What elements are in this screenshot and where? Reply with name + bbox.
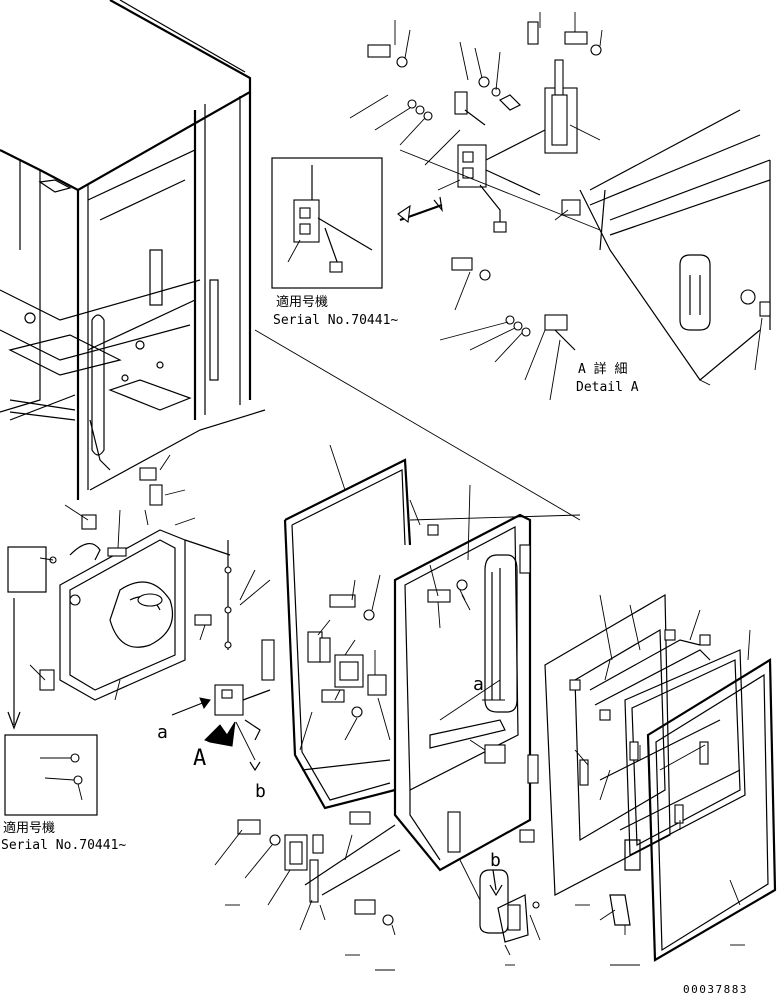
view-mark-b-right: b: [490, 850, 501, 871]
cab-frame: [0, 0, 266, 500]
window-leaders: [574, 594, 751, 966]
door-glass-parts: [307, 524, 439, 825]
view-mark-b-left: b: [255, 781, 266, 802]
upper-callout-serial: Serial No.70441~: [273, 313, 398, 328]
left-door-panel: [39, 467, 232, 701]
detail-a-fasteners: [367, 31, 602, 337]
left-door-leaders: [29, 454, 271, 701]
upper-callout-jp: 適用号機: [276, 294, 328, 310]
upper-callout: [271, 157, 443, 289]
view-arrow-A: A: [193, 746, 206, 771]
striker-leaders: [214, 829, 515, 971]
door-panel: [393, 513, 539, 872]
view-mark-a-right: a: [473, 674, 484, 695]
detail-a-jp: A 詳 細: [578, 361, 627, 377]
lower-callout-serial: Serial No.70441~: [1, 838, 126, 853]
connector-line-2: [409, 514, 581, 521]
lower-callout-top: [7, 546, 57, 730]
drawing-number: 00037883: [683, 983, 748, 996]
connector-line: [254, 329, 581, 521]
handle-assembly: [459, 859, 541, 956]
lock-assembly: [171, 639, 275, 772]
detail-a-en: Detail A: [576, 380, 639, 395]
detail-a-leader-lines: [349, 12, 763, 401]
door-glass-leaders: [299, 444, 421, 751]
door-glass-frame: [283, 458, 412, 810]
lower-callout-jp: 適用号機: [3, 820, 55, 836]
window-panes: [544, 593, 777, 962]
lower-callout: [4, 734, 98, 816]
door-leaders: [429, 484, 501, 751]
striker-parts: [237, 819, 401, 926]
view-mark-a-left: a: [157, 722, 168, 743]
detail-a-assembly: [454, 21, 771, 381]
